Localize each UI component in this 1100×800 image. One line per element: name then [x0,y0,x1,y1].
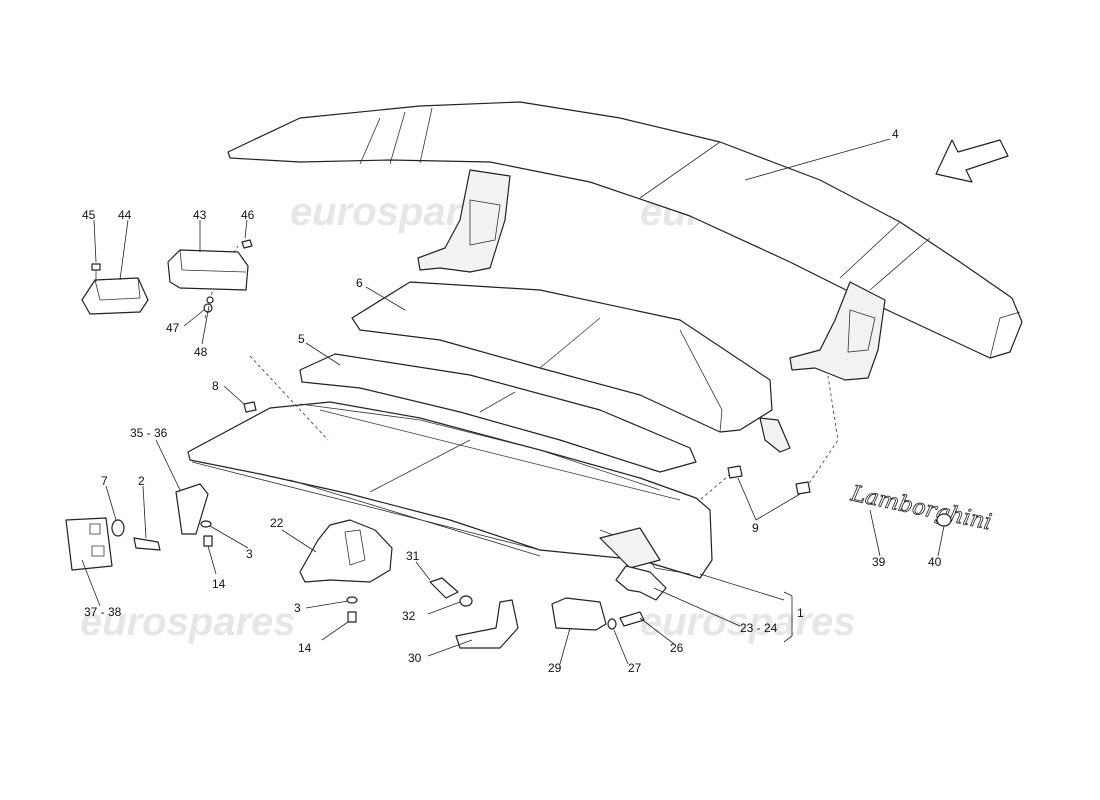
callout-1: 1 [797,606,804,620]
bracket-part-30 [455,599,519,649]
callout-46: 46 [241,208,255,222]
callout-32: 32 [402,609,416,623]
engine-lid-part-1 [187,401,713,579]
callout-43: 43 [193,208,207,222]
rear-wing-part-4 [227,101,1023,381]
callout-2: 2 [138,474,145,488]
bolt-part-31 [429,577,459,599]
callout-27: 27 [628,661,642,675]
washer-part-32 [459,595,473,607]
latch-part-23-24 [615,565,667,601]
callout-7: 7 [101,474,108,488]
screw-part-8 [243,401,257,413]
panel-end-bracket [759,417,791,453]
callout-8: 8 [212,379,219,393]
callout-37-38: 37 - 38 [84,605,122,619]
callout-45: 45 [82,208,96,222]
callout-31: 31 [406,549,420,563]
callout-labels: 4 45 44 43 46 47 48 6 5 8 35 - 36 7 2 3 … [82,127,942,675]
callout-14-b: 14 [298,641,312,655]
callout-4: 4 [892,127,899,141]
washer-part-3-a [200,520,212,528]
bolt-part-2 [133,537,161,551]
panel-part-6 [351,281,773,433]
callout-29: 29 [548,661,562,675]
screw-part-14-a [203,535,213,547]
screw-part-46 [241,239,253,249]
bracket-part-35-36 [175,483,209,535]
callout-39: 39 [872,555,886,569]
badge-part-39: Lamborghini [848,481,994,535]
callout-3-a: 3 [246,547,253,561]
screw-part-45 [91,263,101,282]
module-part-43 [167,249,249,291]
callout-26: 26 [670,641,684,655]
leader-lines [81,138,945,665]
callout-5: 5 [298,332,305,346]
callout-6: 6 [356,276,363,290]
callout-48: 48 [194,345,208,359]
washer-part-27 [607,618,617,630]
bracket-part-22 [299,519,393,583]
callout-22: 22 [270,516,284,530]
washer-part-7 [111,519,125,537]
bolt-part-26 [619,611,645,627]
screw-part-9-a [727,465,743,479]
alignment-line-8 [249,355,329,441]
washer-part-40 [936,513,952,527]
callout-14-a: 14 [212,577,226,591]
panel-part-5 [299,353,697,473]
callout-47: 47 [166,321,180,335]
latch-plate-part-29 [551,597,607,631]
watermark-bottom-left: eurospares [80,600,296,644]
callout-35-36: 35 - 36 [130,426,168,440]
nut-part-48 [206,296,214,304]
plate-part-37-38 [65,517,113,571]
washer-part-3-b [346,596,358,604]
watermark-bottom-right: eurospares [640,600,856,644]
callout-30: 30 [408,651,422,665]
module-part-44 [81,277,149,315]
callout-40: 40 [928,555,942,569]
screw-part-9-b [795,481,811,495]
callout-3-b: 3 [294,601,301,615]
screw-part-14-b [347,611,357,623]
callout-9: 9 [752,521,759,535]
group-brace-part-1 [783,591,793,643]
callout-23-24: 23 - 24 [740,621,778,635]
callout-44: 44 [118,208,132,222]
direction-arrow-icon [935,139,1009,183]
